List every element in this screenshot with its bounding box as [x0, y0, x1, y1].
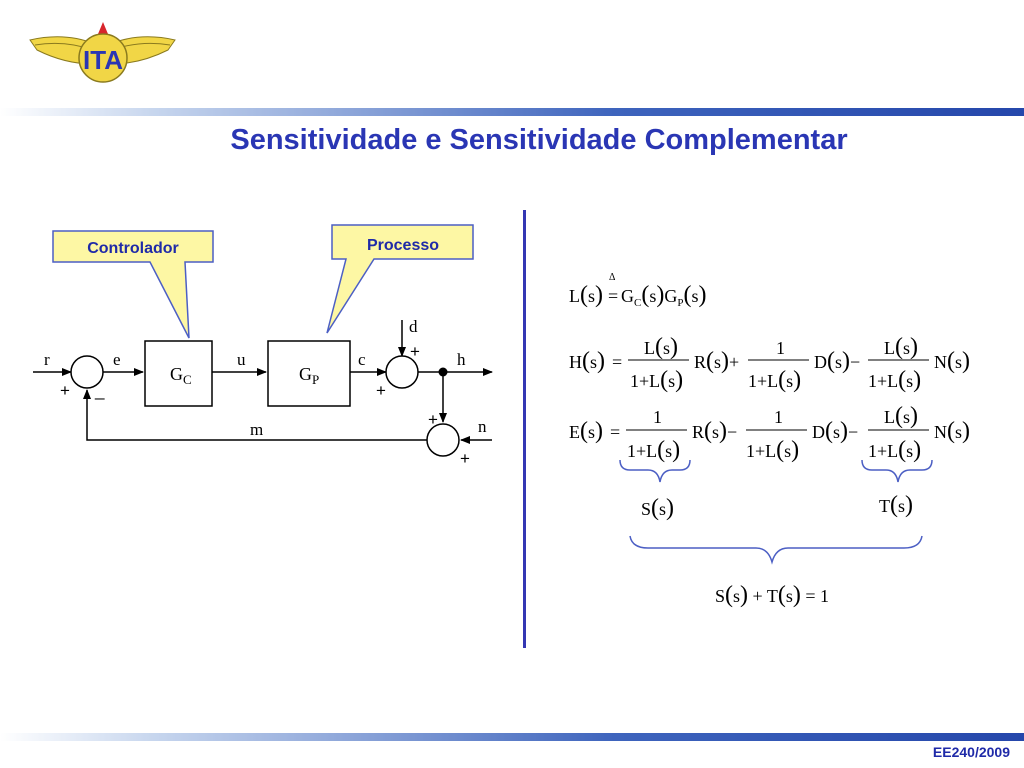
footer-course-code: EE240/2009: [932, 744, 1010, 760]
svg-text:N(s): N(s): [934, 418, 970, 444]
controller-block-label: GC: [170, 364, 192, 387]
signal-label-r: r: [44, 350, 50, 369]
callout-processo: Processo: [326, 224, 474, 334]
signal-label-c: c: [358, 350, 366, 369]
svg-text:R(s)+: R(s)+: [694, 348, 739, 374]
svg-text:1+L(s): 1+L(s): [630, 367, 683, 393]
logo-flame: [98, 22, 108, 34]
svg-text:L(s): L(s): [644, 334, 678, 360]
sign-sum2-top: +: [410, 342, 420, 361]
svg-text:=: =: [612, 352, 622, 372]
summing-junction-error: [70, 355, 104, 389]
logo-text: ITA: [83, 45, 123, 75]
signal-label-e: e: [113, 350, 121, 369]
ita-logo: ITA: [29, 22, 176, 83]
signal-label-m: m: [250, 420, 263, 439]
callout-controlador: Controlador: [52, 230, 214, 339]
svg-text:=: =: [608, 286, 618, 306]
svg-text:1: 1: [653, 407, 662, 427]
equation-output: H(s) = L(s) 1+L(s) R(s)+ 1 1+L(s) D(s)− …: [569, 334, 970, 393]
sign-sum1-feedback: _: [94, 381, 105, 400]
sensitivity-label: S(s): [641, 495, 674, 521]
callout-processo-label: Processo: [367, 237, 439, 254]
sign-sum3-bottom: +: [460, 449, 470, 468]
branch-point: [438, 367, 448, 377]
signal-lines: [33, 320, 493, 444]
svg-text:1: 1: [774, 407, 783, 427]
svg-text:L(s): L(s): [884, 403, 918, 429]
summing-junction-noise: [426, 423, 460, 457]
equation-error: E(s) = 1 1+L(s) R(s)− 1 1+L(s) D(s)− L(s…: [569, 403, 970, 463]
equations: L(s) Δ = GC(s)GP(s) H(s) = L(s) 1+L(s) R…: [569, 272, 970, 608]
svg-text:1+L(s): 1+L(s): [746, 437, 799, 463]
vertical-divider: [523, 210, 526, 648]
svg-text:GC(s)GP(s): GC(s)GP(s): [621, 282, 707, 309]
signal-label-n: n: [478, 417, 487, 436]
page-title: Sensitividade e Sensitividade Complement…: [230, 124, 848, 156]
callout-controlador-label: Controlador: [87, 240, 179, 257]
block-diagram: Controlador Processo GC GP: [33, 224, 493, 468]
sign-sum2-left: +: [376, 381, 386, 400]
svg-text:N(s): N(s): [934, 348, 970, 374]
svg-text:1: 1: [776, 338, 785, 358]
sign-sum1-ref: +: [60, 381, 70, 400]
svg-text:Δ: Δ: [609, 272, 616, 283]
summing-junction-disturbance: [385, 355, 419, 389]
signal-label-h: h: [457, 350, 466, 369]
equation-identity: S(s) + T(s) = 1: [715, 582, 829, 608]
svg-text:1+L(s): 1+L(s): [627, 437, 680, 463]
brace-sensitivity: [619, 459, 691, 483]
header-bar: [0, 108, 1024, 116]
svg-text:D(s)−: D(s)−: [814, 348, 860, 374]
svg-text:E(s): E(s): [569, 418, 603, 444]
svg-text:=: =: [610, 422, 620, 442]
signal-label-u: u: [237, 350, 246, 369]
brace-sum: [629, 535, 923, 565]
svg-text:R(s)−: R(s)−: [692, 418, 737, 444]
svg-text:1+L(s): 1+L(s): [868, 437, 921, 463]
process-block-label: GP: [299, 364, 319, 387]
svg-text:1+L(s): 1+L(s): [748, 367, 801, 393]
brace-complementary: [861, 459, 933, 483]
sign-sum3-top: +: [428, 410, 438, 429]
equation-loop-definition: L(s) Δ = GC(s)GP(s): [569, 272, 707, 309]
svg-text:H(s): H(s): [569, 348, 605, 374]
footer-bar: [0, 733, 1024, 741]
svg-text:L(s): L(s): [569, 282, 603, 308]
process-block: [267, 340, 351, 407]
svg-text:L(s): L(s): [884, 334, 918, 360]
svg-text:1+L(s): 1+L(s): [868, 367, 921, 393]
svg-text:D(s)−: D(s)−: [812, 418, 858, 444]
complementary-sensitivity-label: T(s): [879, 492, 913, 518]
signal-label-d: d: [409, 317, 418, 336]
logo-emblem: [78, 33, 128, 83]
controller-block: [144, 340, 213, 407]
